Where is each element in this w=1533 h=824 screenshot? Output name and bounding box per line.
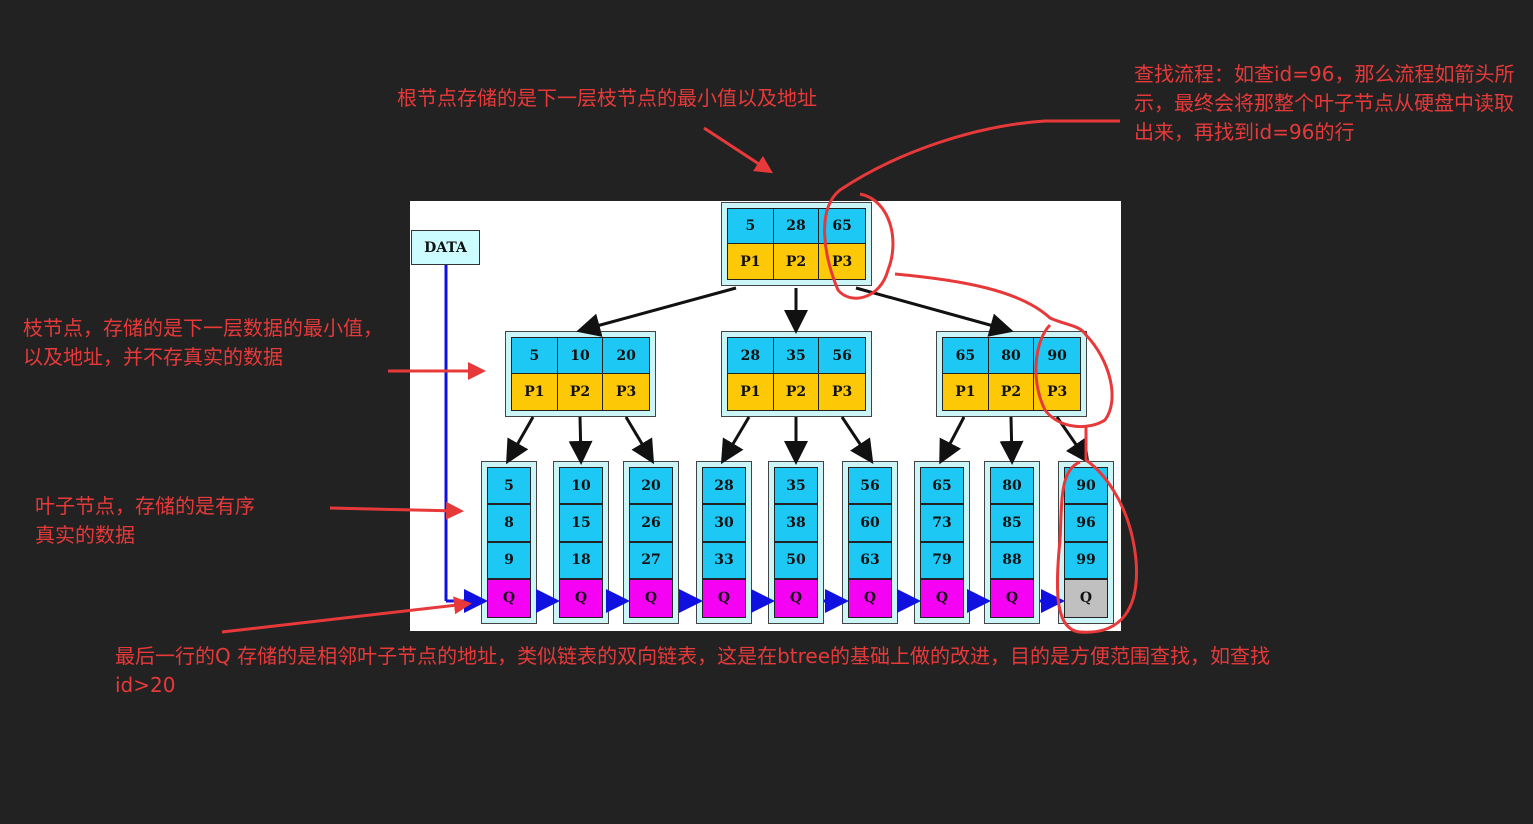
branch-pointer: P2	[988, 374, 1035, 410]
root-note-arrow-icon	[703, 126, 774, 174]
leaf-key: 56	[849, 468, 891, 506]
root-to-branch-arrow	[576, 286, 737, 337]
leaf-link-pointer: Q	[1065, 579, 1107, 617]
leaf-key: 80	[991, 468, 1033, 506]
branch-node: 28 35 56 P1 P2 P3	[721, 331, 872, 417]
leaf-key: 79	[921, 542, 963, 580]
leaf-key: 18	[560, 542, 602, 580]
branch-to-leaf-arrow	[1055, 416, 1090, 464]
leaf-key: 63	[849, 542, 891, 580]
branch-node: 65 80 90 P1 P2 P3	[936, 331, 1087, 417]
branch-pointer: P2	[773, 374, 820, 410]
leaf-key: 15	[560, 505, 602, 543]
leaf-key: 30	[703, 505, 745, 543]
root-node: 5 28 65 P1 P2 P3	[721, 202, 872, 286]
data-label: DATA	[411, 230, 480, 265]
branch-pointer: P3	[819, 374, 865, 410]
branch-node-note: 枝节点，存储的是下一层数据的最小值， 以及地址，并不存真实的数据	[23, 316, 383, 369]
leaf-key: 27	[630, 542, 672, 580]
leaf-key: 60	[849, 505, 891, 543]
root-pointer: P2	[773, 244, 820, 279]
leaf-key: 90	[1065, 468, 1107, 506]
leaf-key: 85	[991, 505, 1033, 543]
branch-key: 35	[773, 338, 820, 374]
leaf-link-pointer: Q	[991, 579, 1033, 617]
leaf-link-pointer: Q	[488, 579, 530, 617]
branch-key: 10	[557, 338, 604, 374]
branch-to-leaf-arrow	[939, 416, 966, 465]
leaf-key: 28	[703, 468, 745, 506]
branch-pointer: P3	[603, 374, 649, 410]
branch-to-leaf-arrow	[999, 416, 1024, 465]
branch-key: 5	[512, 338, 558, 374]
leaf-link-pointer: Q	[775, 579, 817, 617]
leaf-key: 20	[630, 468, 672, 506]
root-node-note: 根节点存储的是下一层枝节点的最小值以及地址	[397, 86, 817, 110]
branch-pointer: P2	[557, 374, 604, 410]
root-to-branch-arrow	[855, 286, 1014, 337]
leaf-key: 50	[775, 542, 817, 580]
branch-key: 28	[728, 338, 774, 374]
root-key: 28	[773, 209, 820, 244]
branch-pointer: P1	[728, 374, 774, 410]
branch-key: 20	[603, 338, 649, 374]
leaf-key: 99	[1065, 542, 1107, 580]
leaf-link-pointer: Q	[560, 579, 602, 617]
branch-to-leaf-arrow	[568, 416, 593, 465]
leaf-key: 35	[775, 468, 817, 506]
leaf-key: 5	[488, 468, 530, 506]
leaf-link-pointer: Q	[921, 579, 963, 617]
root-key: 65	[819, 209, 865, 244]
leaf-key: 9	[488, 542, 530, 580]
leaf-key: 38	[775, 505, 817, 543]
leaf-link-pointer: Q	[630, 579, 672, 617]
leaf-key: 88	[991, 542, 1033, 580]
branch-key: 56	[819, 338, 865, 374]
root-key: 5	[728, 209, 774, 244]
link-pointer-note: 最后一行的Q 存储的是相邻叶子节点的地址，类似链表的双向链表，这是在btree的…	[115, 644, 1271, 697]
branch-key: 90	[1034, 338, 1080, 374]
branch-to-leaf-arrow	[720, 416, 751, 465]
branch-pointer: P1	[943, 374, 989, 410]
leaf-key: 33	[703, 542, 745, 580]
leaf-key: 96	[1065, 505, 1107, 543]
leaf-key: 8	[488, 505, 530, 543]
branch-pointer: P3	[1034, 374, 1080, 410]
bplus-tree-figure: DATA 5 28 65 P1 P2 P3 5 10 20 P1 P2 P3 2…	[410, 201, 1121, 631]
branch-to-leaf-arrow	[840, 416, 874, 464]
leaf-link-pointer: Q	[849, 579, 891, 617]
branch-pointer: P1	[512, 374, 558, 410]
search-flow-note: 查找流程：如查id=96，那么流程如箭头所示，最终会将那整个叶子节点从硬盘中读取…	[1134, 62, 1515, 144]
leaf-key: 65	[921, 468, 963, 506]
leaf-key: 73	[921, 505, 963, 543]
branch-key: 80	[988, 338, 1035, 374]
branch-node: 5 10 20 P1 P2 P3	[505, 331, 656, 417]
branch-key: 65	[943, 338, 989, 374]
leaf-node-note: 叶子节点，存储的是有序 真实的数据	[35, 494, 255, 547]
branch-to-leaf-arrow	[506, 416, 535, 465]
leaf-link-pointer: Q	[703, 579, 745, 617]
leaf-key: 26	[630, 505, 672, 543]
branch-to-leaf-arrow	[624, 416, 655, 465]
leaf-key: 10	[560, 468, 602, 506]
root-pointer: P1	[728, 244, 774, 279]
root-pointer: P3	[819, 244, 865, 279]
